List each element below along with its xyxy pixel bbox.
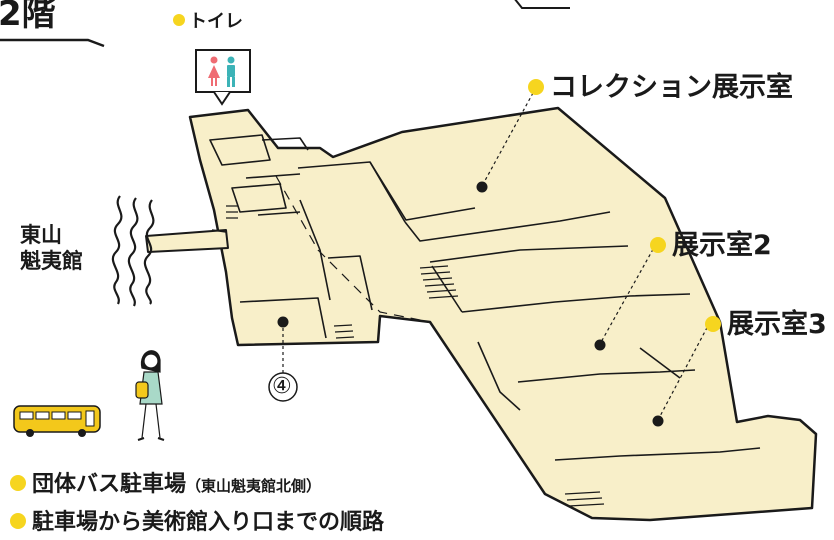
room-marker-point4 <box>277 316 289 328</box>
legend-bus-parking: 団体バス駐車場（東山魁夷館北側） <box>10 474 321 496</box>
room-label-collection[interactable]: コレクション展示室 <box>528 74 793 101</box>
bus-icon <box>13 405 101 437</box>
room-marker-collection <box>476 181 488 193</box>
break-lines <box>111 195 155 307</box>
stairs <box>226 205 605 507</box>
marker-dot <box>528 78 544 95</box>
room-dots <box>277 181 664 427</box>
visitor-figure-icon <box>135 350 165 441</box>
toilet-label-text: トイレ <box>189 11 243 32</box>
point-number: ④ <box>272 374 292 399</box>
marker-dot <box>10 513 26 529</box>
top-right-fragment <box>514 0 570 9</box>
room-label-gallery3[interactable]: 展示室3 <box>705 311 827 338</box>
room-marker-gallery2 <box>594 339 606 351</box>
neighbor-line1: 東山 <box>20 223 62 247</box>
legend-bus-parking-text: 団体バス駐車場 <box>32 472 187 497</box>
neighbor-building-label: 東山 魁夷館 <box>20 222 83 275</box>
marker-dot <box>650 236 666 253</box>
floor-title-underline <box>0 38 105 48</box>
legend-route: 駐車場から美術館入り口までの順路 <box>10 512 384 534</box>
room-marker-gallery3 <box>652 415 664 427</box>
legend-bus-parking-note: （東山魁夷館北側） <box>186 477 322 495</box>
room-label-collection-text: コレクション展示室 <box>550 72 793 103</box>
room-label-gallery2-text: 展示室2 <box>672 230 772 261</box>
connecting-corridor <box>145 229 229 253</box>
restroom-icon <box>195 49 251 106</box>
point-number-circle <box>268 372 298 402</box>
legend-route-text: 駐車場から美術館入り口までの順路 <box>32 510 385 535</box>
room-leaders <box>282 92 711 421</box>
room-label-gallery2[interactable]: 展示室2 <box>650 232 772 259</box>
floor-title: 2階 <box>0 0 56 34</box>
marker-dot <box>173 14 185 26</box>
marker-dot <box>705 315 721 332</box>
toilet-label: トイレ <box>173 13 243 31</box>
marker-dot <box>10 475 26 491</box>
room-label-gallery3-text: 展示室3 <box>727 309 827 340</box>
neighbor-line2: 魁夷館 <box>20 249 83 274</box>
